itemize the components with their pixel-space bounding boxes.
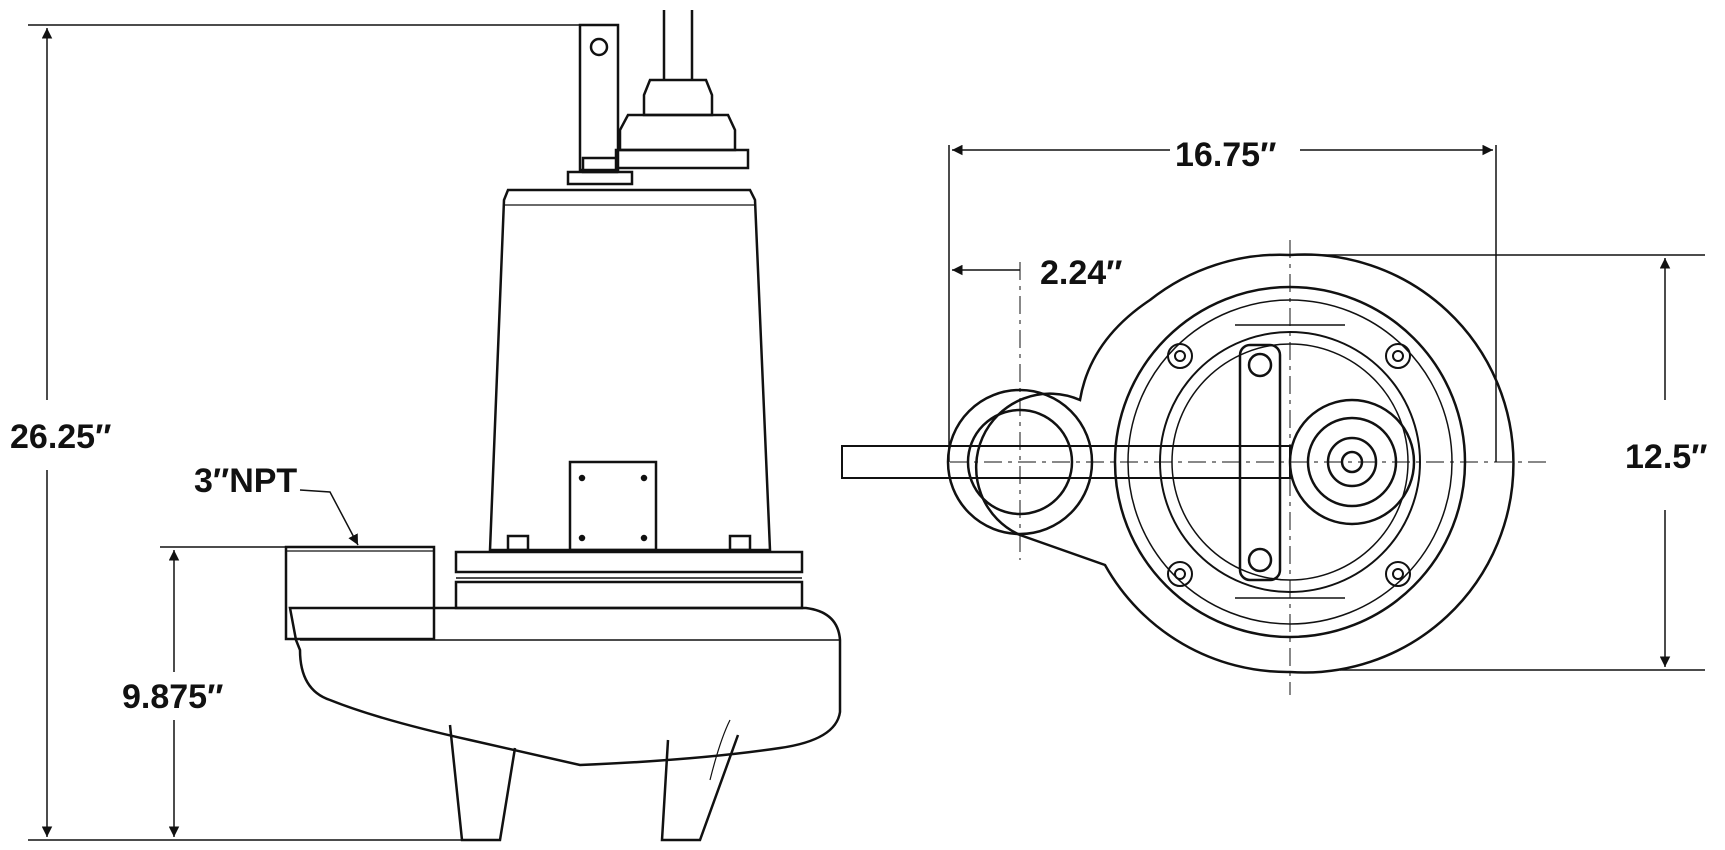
- bolt-icons: [1167, 343, 1411, 587]
- npt-leader: [299, 489, 359, 546]
- front-leg: [448, 724, 517, 842]
- handle-bolt-icon: [589, 37, 609, 57]
- rear-leg: [660, 734, 740, 842]
- cord-gland: [642, 78, 714, 117]
- nameplate: [568, 460, 658, 552]
- offset-label: 2.24″: [1040, 254, 1122, 292]
- pump-top-view: [841, 253, 1515, 674]
- diameter-label: 12.5″: [1625, 438, 1707, 476]
- discharge-height-label: 9.875″: [122, 678, 223, 716]
- motor-housing: [488, 188, 772, 552]
- lifting-handle: [578, 23, 620, 172]
- overall-height-label: 26.25″: [10, 418, 111, 456]
- discharge-port: [284, 545, 436, 641]
- power-cord: [662, 10, 694, 80]
- height-dimensions: [28, 24, 580, 841]
- width-dimensions: [948, 144, 1705, 695]
- volute-casing: [288, 606, 842, 767]
- overall-width-label: 16.75″: [1175, 136, 1276, 174]
- discharge-size-label: 3″NPT: [194, 462, 297, 500]
- motor-flange: [454, 550, 804, 574]
- top-outer-outline: [974, 253, 1515, 674]
- pump-side-view: [284, 10, 842, 842]
